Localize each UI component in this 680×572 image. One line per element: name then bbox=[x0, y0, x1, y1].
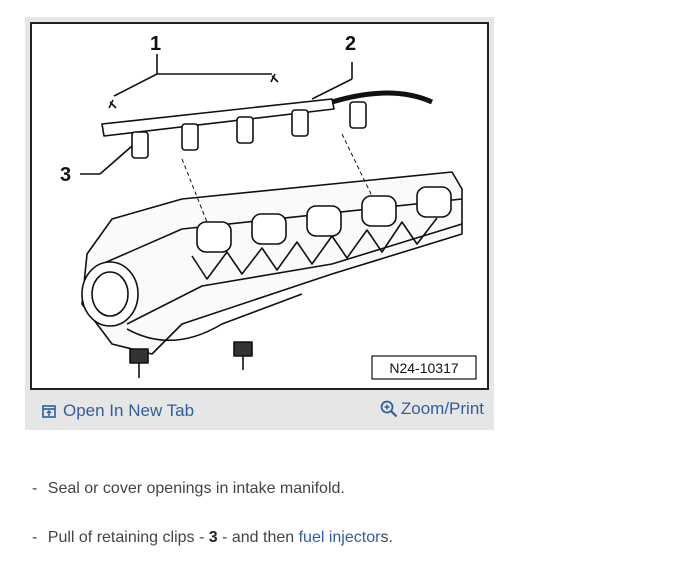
step-dash: - bbox=[32, 480, 38, 497]
figure-frame: 1 2 3 N24-10317 bbox=[30, 22, 489, 390]
step-dash: - bbox=[32, 529, 38, 546]
callout-3: 3 bbox=[60, 164, 71, 186]
intake-manifold-diagram: 1 2 3 N24-10317 bbox=[60, 33, 477, 380]
step-text: Pull of retaining clips - bbox=[47, 529, 209, 546]
zoom-print-label: Zoom/Print bbox=[400, 399, 484, 418]
zoom-in-icon bbox=[380, 400, 398, 418]
fuel-injector-link[interactable]: fuel injector bbox=[298, 529, 381, 546]
step-item: - Seal or cover openings in intake manif… bbox=[32, 480, 345, 498]
step-text: s. bbox=[380, 529, 393, 546]
figure-card: 1 2 3 N24-10317 Open In New Tab Zoom/Pri… bbox=[25, 17, 494, 430]
callout-1: 1 bbox=[150, 33, 161, 55]
ref-code: N24-10317 bbox=[389, 360, 458, 376]
open-in-new-tab-label: Open In New Tab bbox=[63, 401, 195, 420]
step-callout-ref: 3 bbox=[208, 529, 218, 546]
open-tab-icon bbox=[42, 404, 56, 418]
step-item: - Pull of retaining clips - 3 - and then… bbox=[32, 529, 393, 547]
step-text: - and then bbox=[217, 529, 299, 546]
step-text: Seal or cover openings in intake manifol… bbox=[47, 480, 345, 497]
ref-code-box bbox=[371, 355, 477, 380]
callout-2: 2 bbox=[345, 33, 356, 55]
open-in-new-tab-link[interactable]: Open In New Tab bbox=[42, 400, 194, 422]
figure-toolbar: Open In New Tab Zoom/Print bbox=[25, 390, 494, 430]
zoom-print-link[interactable]: Zoom/Print bbox=[380, 398, 484, 420]
